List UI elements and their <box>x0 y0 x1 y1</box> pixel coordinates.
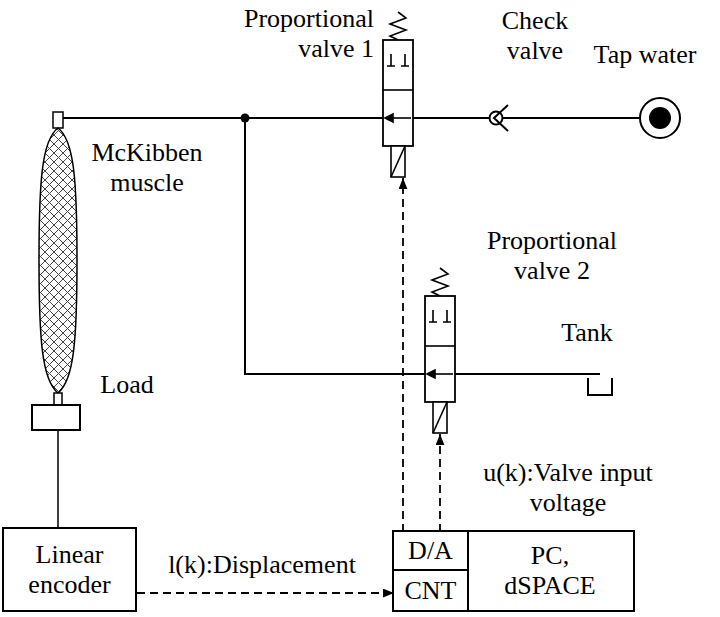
node-label: Linear encoder <box>4 540 135 600</box>
check-valve-seat <box>494 105 508 131</box>
solenoid-mark <box>391 146 405 177</box>
flow-arrowhead <box>427 370 435 378</box>
part-label: Tap water <box>580 40 710 70</box>
blocked-port <box>429 310 451 322</box>
counter-port: CNT <box>394 571 469 610</box>
valve-divider <box>383 89 413 91</box>
part-label: McKibben muscle <box>84 138 210 198</box>
solenoid <box>391 146 405 177</box>
valve-body <box>383 40 413 146</box>
muscle-fitting <box>54 393 62 405</box>
load-block <box>32 405 80 430</box>
signal-arrow <box>402 178 404 532</box>
tank-symbol <box>588 378 612 395</box>
signal-label: l(k):Displacement <box>140 550 384 580</box>
check-valve-ball <box>490 112 503 125</box>
signal-arrow <box>439 434 441 532</box>
muscle-fitting <box>53 112 63 128</box>
source-symbol <box>640 98 680 138</box>
solenoid-mark <box>433 402 447 433</box>
part-label: Tank <box>552 318 622 348</box>
source-dot <box>649 107 671 129</box>
signal-label: u(k):Valve input voltage <box>468 458 668 518</box>
part-label: Check valve <box>488 6 582 66</box>
controller-box: PC, dSPACE D/A CNT <box>392 530 635 612</box>
proportional-valve: Proportional valve 2 <box>422 266 458 434</box>
node-label: CNT <box>403 576 459 606</box>
valve-symbol <box>422 266 458 434</box>
supply-pipe <box>63 117 640 119</box>
flow-arrowhead <box>385 114 393 122</box>
node-label: D/A <box>406 536 455 566</box>
muscle-braid <box>39 128 77 393</box>
node-label: PC, dSPACE <box>467 532 633 610</box>
node-label: Proportional valve 2 <box>468 226 636 286</box>
da-port: D/A <box>394 532 469 571</box>
valve-spring <box>432 268 448 296</box>
valve-symbol <box>380 10 416 178</box>
proportional-valve: Proportional valve 1 <box>380 10 416 178</box>
signal-arrow <box>137 592 394 594</box>
valve-body <box>425 296 455 402</box>
blocked-port <box>387 54 409 66</box>
valve-spring <box>390 12 406 40</box>
node-label: Proportional valve 1 <box>200 4 374 64</box>
valve-divider <box>425 345 455 347</box>
encoder-box: Linear encoder <box>2 527 137 612</box>
check-valve-symbol <box>490 105 509 131</box>
solenoid <box>433 402 447 433</box>
encoder-wire <box>57 430 59 527</box>
part-label: Load <box>92 370 162 400</box>
